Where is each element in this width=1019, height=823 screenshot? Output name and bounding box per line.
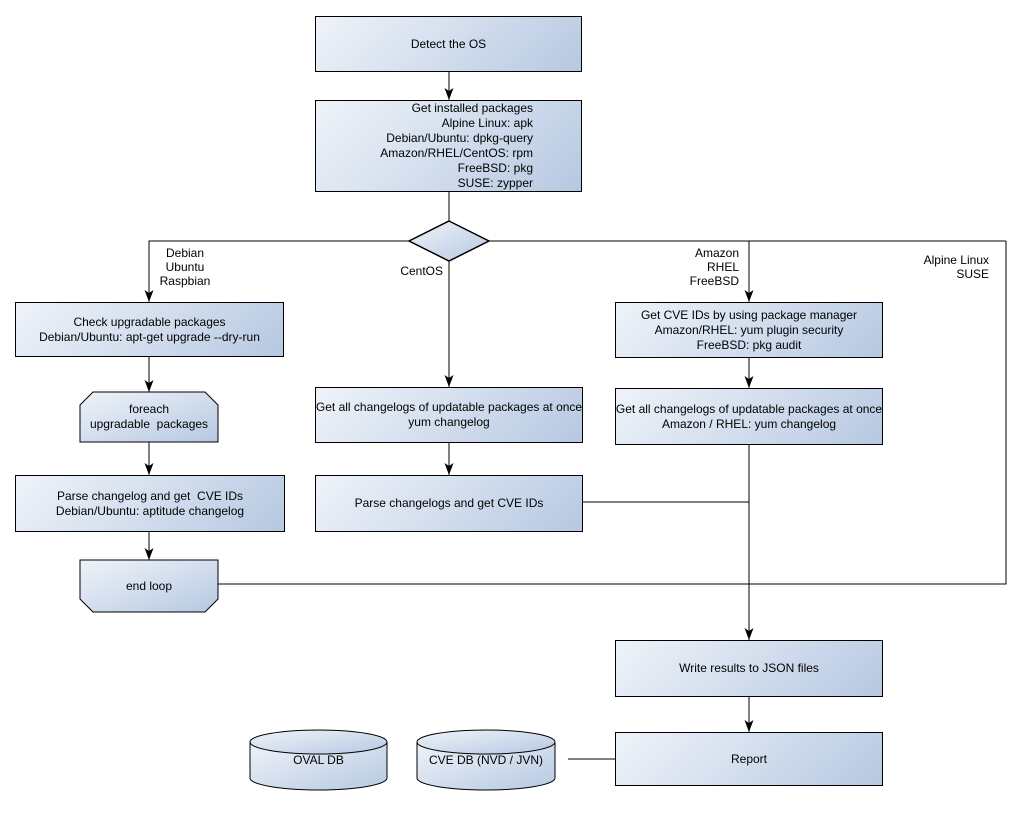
node-changelogs-centos: Get all changelogs of updatable packages… bbox=[315, 387, 583, 443]
node-report: Report bbox=[615, 732, 883, 786]
installed-line: Alpine Linux: apk bbox=[441, 116, 533, 130]
changelogs-amazon-line: Get all changelogs of updatable packages… bbox=[615, 401, 883, 416]
cve-line: Amazon/RHEL: yum plugin security bbox=[654, 322, 844, 337]
end-loop-label: end loop bbox=[80, 560, 218, 612]
branch-alpine-line: SUSE bbox=[956, 267, 989, 281]
installed-line: Amazon/RHEL/CentOS: rpm bbox=[380, 146, 533, 160]
installed-line: Debian/Ubuntu: dpkg-query bbox=[386, 131, 533, 145]
node-detect-os-label: Detect the OS bbox=[410, 36, 487, 51]
node-get-cve-ids: Get CVE IDs by using package manager Ama… bbox=[615, 302, 883, 358]
cve-db-label: CVE DB (NVD / JVN) bbox=[417, 732, 555, 788]
branch-debian-line: Ubuntu bbox=[165, 260, 205, 274]
report-label: Report bbox=[730, 751, 768, 766]
branch-alpine-line: Alpine Linux bbox=[923, 253, 989, 267]
oval-db-text: OVAL DB bbox=[293, 752, 344, 767]
branch-amazon-line: FreeBSD bbox=[689, 274, 739, 288]
changelogs-centos-line: Get all changelogs of updatable packages… bbox=[315, 400, 583, 414]
node-get-installed-packages: Get installed packages Alpine Linux: apk… bbox=[315, 100, 582, 192]
oval-db-label: OVAL DB bbox=[250, 732, 387, 788]
write-json-label: Write results to JSON files bbox=[679, 661, 819, 675]
branch-amazon-line: RHEL bbox=[706, 260, 739, 274]
check-line: Check upgradable packages bbox=[73, 314, 226, 329]
cve-line: FreeBSD: pkg audit bbox=[696, 337, 802, 352]
cve-db-text: CVE DB (NVD / JVN) bbox=[428, 752, 543, 767]
foreach-line: upgradable packages bbox=[89, 417, 209, 431]
foreach-loop-label: foreach upgradable packages bbox=[80, 392, 218, 442]
branch-centos-text: CentOS bbox=[400, 264, 443, 278]
cve-line: Get CVE IDs by using package manager bbox=[640, 307, 858, 322]
end-loop-shape bbox=[79, 559, 219, 613]
foreach-line: foreach bbox=[128, 402, 170, 416]
node-check-upgradable-packages: Check upgradable packages Debian/Ubuntu:… bbox=[15, 302, 284, 357]
connectors bbox=[144, 72, 1007, 760]
cve-db-cylinder-icon bbox=[416, 729, 556, 791]
branch-debian-line: Raspbian bbox=[159, 274, 211, 288]
node-changelogs-amazon-rhel: Get all changelogs of updatable packages… bbox=[615, 388, 883, 445]
branch-label-alpine: Alpine Linux SUSE bbox=[895, 253, 989, 281]
parse-center-label: Parse changelogs and get CVE IDs bbox=[354, 496, 544, 510]
changelogs-centos-line: yum changelog bbox=[408, 415, 490, 429]
node-parse-changelogs-center: Parse changelogs and get CVE IDs bbox=[315, 475, 583, 532]
check-line: Debian/Ubuntu: apt-get upgrade --dry-run bbox=[39, 329, 260, 344]
end-loop-text: end loop bbox=[125, 578, 173, 593]
installed-line: SUSE: zypper bbox=[457, 176, 533, 190]
branch-label-amazon: Amazon RHEL FreeBSD bbox=[655, 246, 739, 288]
branch-label-debian: Debian Ubuntu Raspbian bbox=[152, 246, 218, 288]
parse-left-line: Debian/Ubuntu: aptitude changelog bbox=[55, 503, 245, 518]
installed-line: FreeBSD: pkg bbox=[457, 161, 533, 175]
changelogs-amazon-line: Amazon / RHEL: yum changelog bbox=[661, 416, 837, 431]
node-detect-os: Detect the OS bbox=[315, 16, 582, 72]
parse-left-line: Parse changelog and get CVE IDs bbox=[56, 488, 244, 503]
os-decision-diamond bbox=[407, 220, 491, 262]
oval-db-cylinder-icon bbox=[249, 729, 388, 791]
node-parse-changelog-left: Parse changelog and get CVE IDs Debian/U… bbox=[15, 475, 285, 532]
node-write-results-json: Write results to JSON files bbox=[615, 640, 883, 697]
branch-label-centos: CentOS bbox=[385, 264, 443, 278]
foreach-loop-shape bbox=[79, 391, 219, 443]
installed-line: Get installed packages bbox=[411, 101, 533, 115]
branch-amazon-line: Amazon bbox=[694, 246, 739, 260]
branch-debian-line: Debian bbox=[165, 246, 205, 260]
